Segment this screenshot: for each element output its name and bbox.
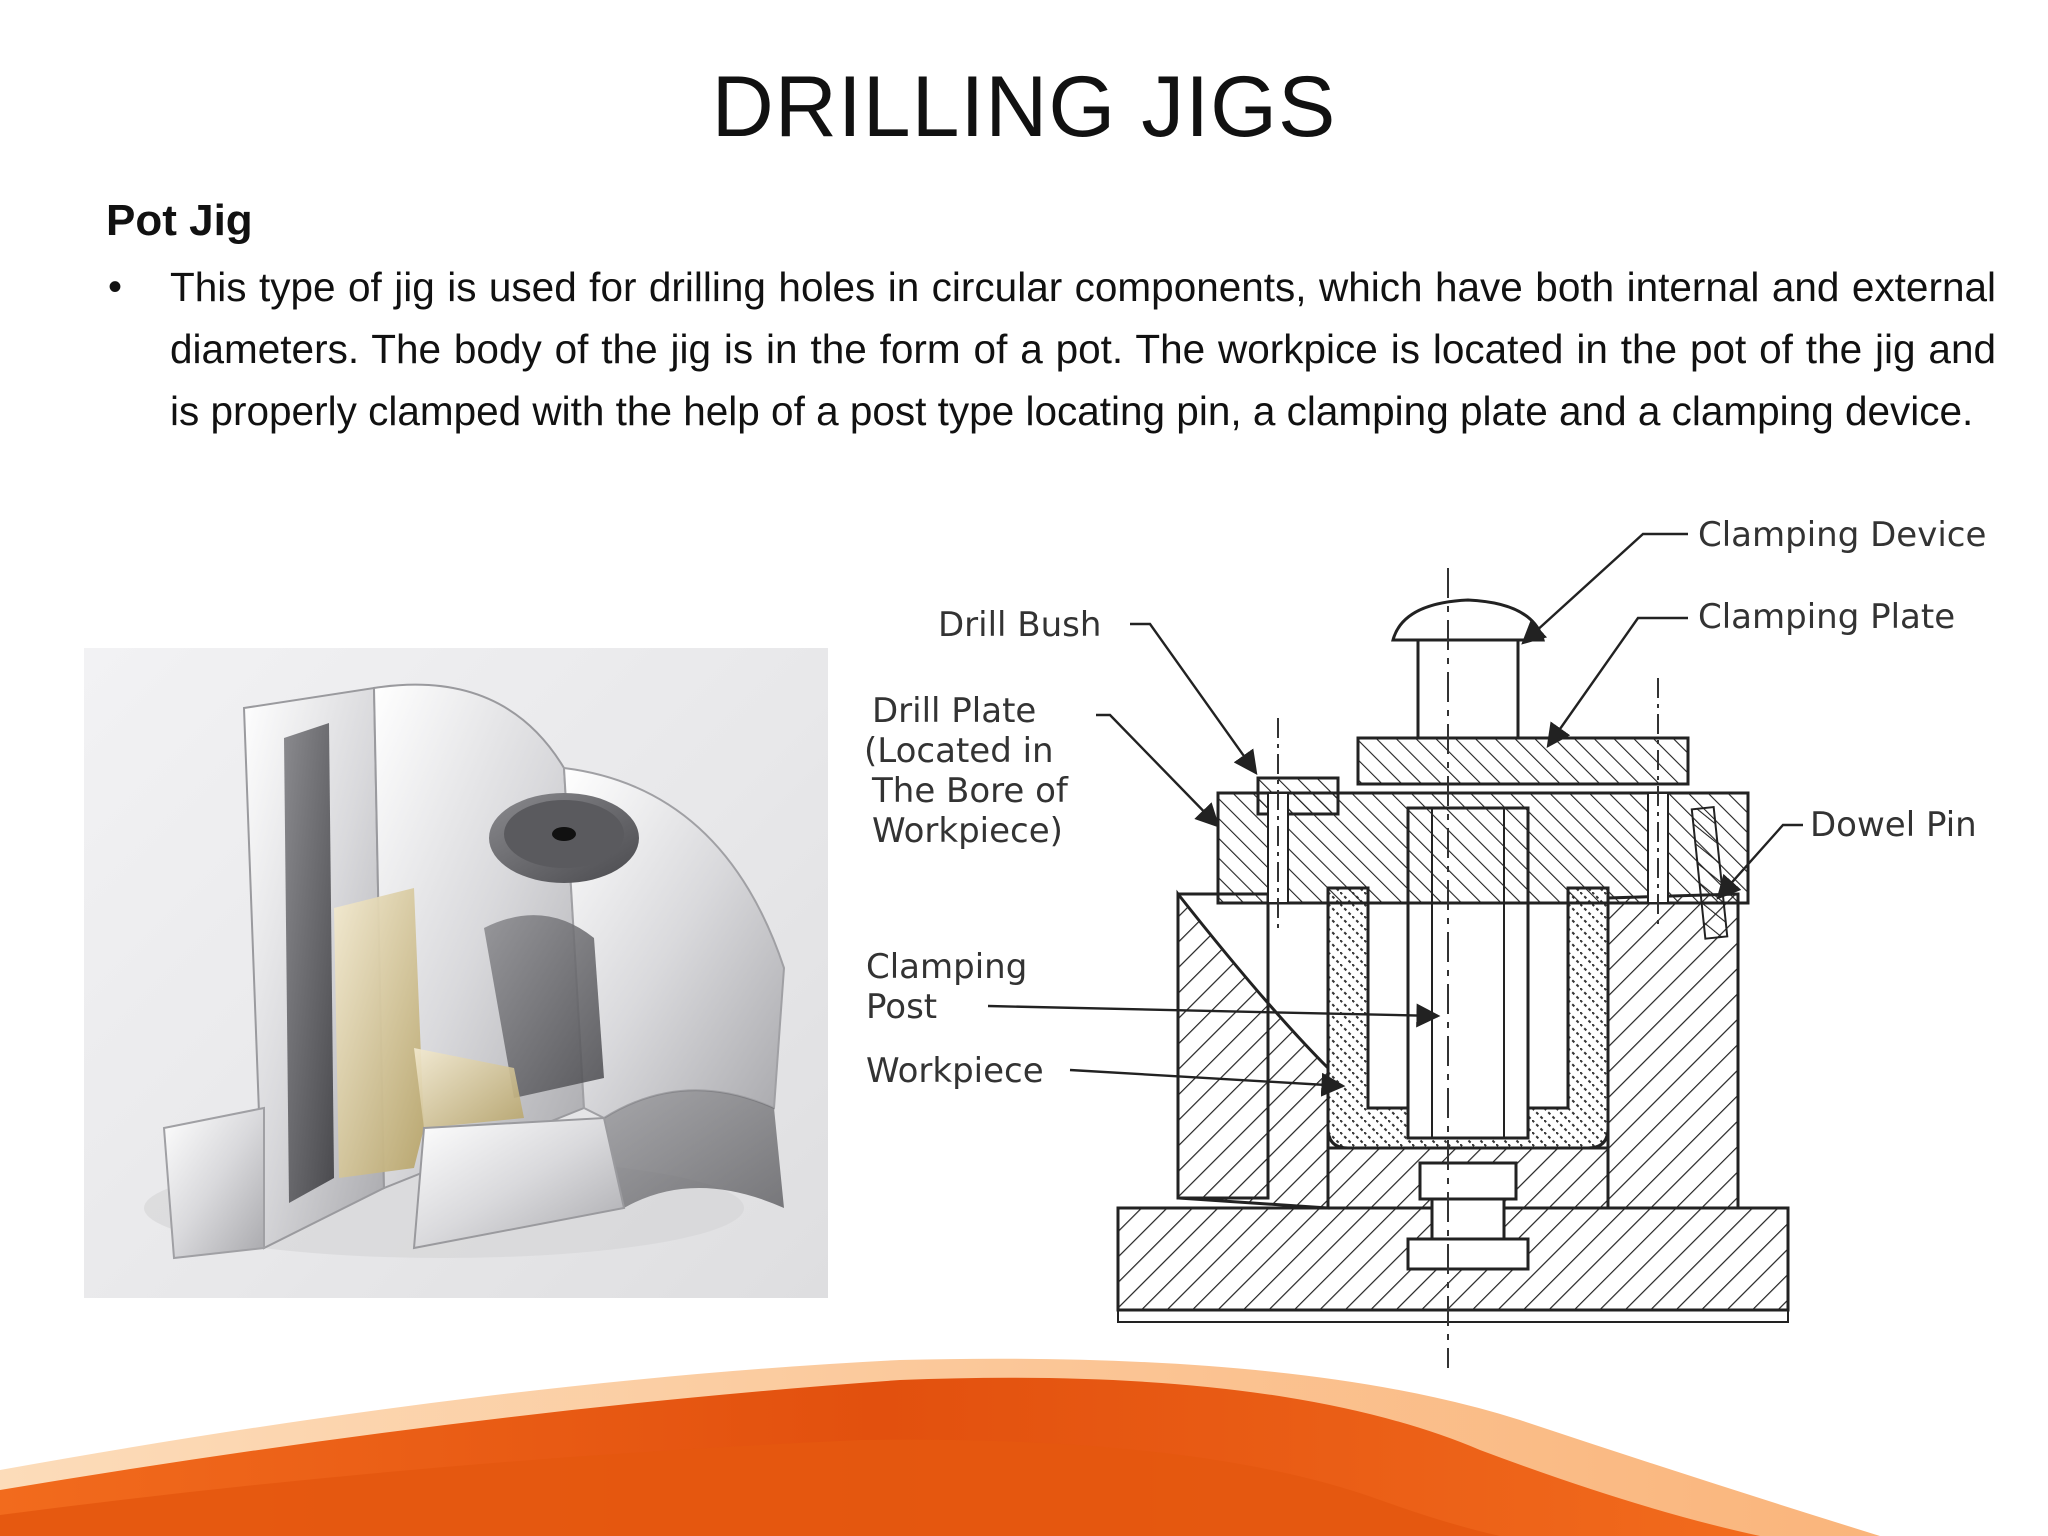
orange-wave-decoration	[0, 1358, 1880, 1536]
subheading: Pot Jig	[106, 196, 253, 245]
label-clamping-post: Clamping	[866, 947, 1027, 987]
label-workpiece: Workpiece	[866, 1051, 1044, 1091]
clamping-device	[1391, 598, 1545, 740]
clamping-plate	[1356, 736, 1690, 786]
label-clamping-device: Clamping Device	[1698, 515, 1986, 555]
jig-body	[1116, 889, 1790, 1323]
label-drill-plate-line3: The Bore of	[871, 771, 1069, 811]
pot-jig-render	[144, 683, 786, 1260]
label-clamping-plate: Clamping Plate	[1698, 597, 1955, 637]
label-drill-bush: Drill Bush	[938, 605, 1101, 645]
label-drill-plate: Drill Plate	[872, 691, 1036, 731]
label-drill-plate-line2: (Located in	[864, 731, 1054, 771]
bullet-item: • This type of jig is used for drilling …	[106, 256, 1996, 442]
bullet-list: • This type of jig is used for drilling …	[106, 256, 1996, 442]
slide-title: DRILLING JIGS	[711, 59, 1337, 155]
pot-jig-photo	[84, 648, 828, 1298]
label-dowel-pin: Dowel Pin	[1810, 805, 1977, 845]
label-drill-plate-line4: Workpiece)	[872, 811, 1063, 851]
bullet-icon: •	[108, 265, 123, 309]
label-clamping-post-line2: Post	[866, 987, 937, 1027]
bullet-text: This type of jig is used for drilling ho…	[170, 264, 1996, 434]
drill-plate	[1216, 776, 1750, 905]
pot-jig-section-drawing: Clamping Device Clamping Plate Drill Bus…	[864, 515, 1986, 1368]
dowel-pin	[1690, 805, 1729, 940]
